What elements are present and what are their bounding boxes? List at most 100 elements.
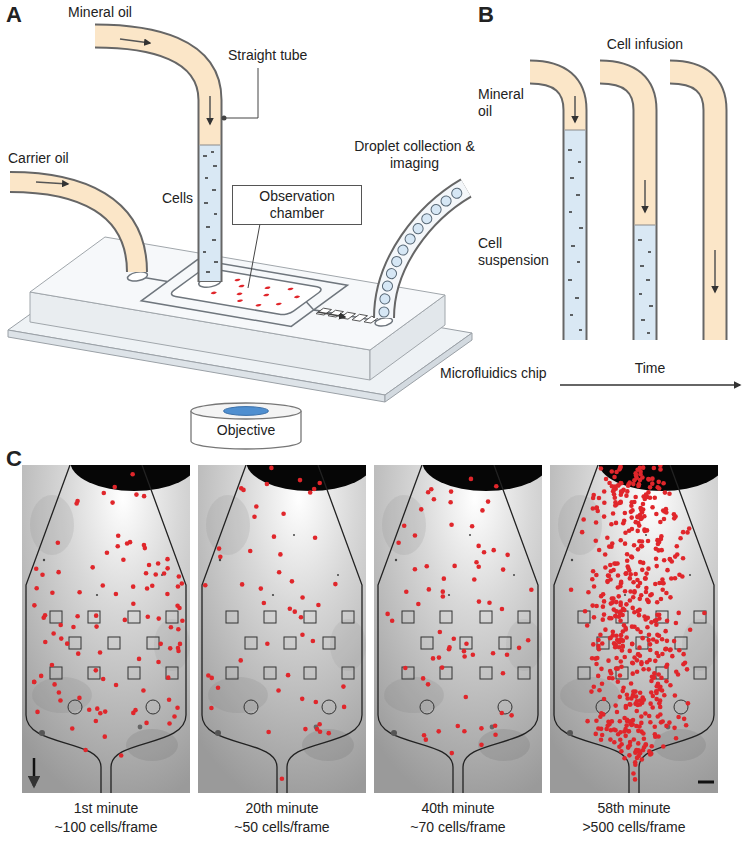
cell-dot [672,516,677,521]
cell-dot [114,592,119,597]
cell-dot [602,489,607,494]
meniscus [200,145,220,146]
cell-dot [661,744,666,749]
cell-dot [176,584,181,589]
cell-dot [632,589,637,594]
cell-dot [678,536,683,541]
cells-in-tube [638,240,653,333]
cell-dot [441,594,446,599]
cell-dot [638,751,643,756]
cell-dot [591,569,596,574]
cell-dot [177,606,182,611]
cell-dot [625,692,630,697]
cell-dot [623,734,628,739]
cell-dot [314,700,319,705]
cell-dot [637,613,642,618]
cell-dot [32,603,37,608]
cell-dot [591,642,596,647]
cell-dot [217,546,222,551]
cell-dot [427,587,432,592]
cell-dot [686,701,691,706]
cell-dot [628,719,633,724]
cell-dot [627,568,632,573]
cell-dot [317,722,322,727]
panel-letter: A [6,2,36,27]
cell-dot [311,639,316,644]
cell-dot [626,483,631,488]
cell-dot [601,592,606,597]
cell-dot [652,466,657,471]
cell-dot [642,527,647,532]
cell-dot [657,701,662,706]
cell-dot [303,727,308,732]
cell-dot [165,566,170,571]
cell-markers [32,472,185,758]
cell-dot [114,683,119,688]
droplet [352,314,368,321]
cell-dot [590,656,595,661]
cell-dot [101,677,106,682]
cell-dot [87,707,92,712]
cell-dot [77,590,82,595]
cell-dot [299,615,304,620]
cell-dot [660,581,665,586]
cell-dot [153,572,158,577]
cell-dot [614,521,619,526]
cell-dot [236,299,244,302]
cell-dot [641,667,646,672]
chamber [168,268,326,316]
cell-dot [505,553,510,558]
cell-dot [326,731,331,736]
cell-dot [621,521,626,526]
cell-dot [602,612,607,617]
tube-wall [384,188,466,318]
panel-heading: Cell infusion [580,36,710,53]
droplet [340,312,356,319]
cell-dot [668,595,673,600]
tube-wall [95,36,210,282]
cell-dot [674,670,679,675]
cell-dot [308,490,313,495]
cell-dot [141,688,146,693]
cell-dot [639,721,644,726]
cell-dot [449,522,454,527]
cell-dot [596,644,601,649]
cells-in-tube [568,150,583,330]
cell-dot [595,656,600,661]
cell-dot [50,591,55,596]
frame-caption: 40th minute [374,800,542,817]
lens-glass [224,407,269,416]
node-text-group: Observation chamber [233,186,361,224]
cell-dot [94,719,99,724]
cell-dot [144,721,149,726]
cell-dot [121,558,126,563]
cell-dot [627,649,632,654]
cell-dot [176,574,181,579]
cell-dot [404,589,409,594]
cell-dot [599,737,604,742]
cell-dot [470,524,475,529]
cell-dot [646,539,651,544]
cell-dot [265,482,270,487]
cell-dot [619,481,624,486]
cell-dot [462,654,467,659]
cell-dot [632,590,637,595]
flow-arrow [36,182,68,184]
cell-dot [652,675,657,680]
callout-box: Observation chamber [232,185,362,225]
cell-dot [240,582,245,587]
cell-dot [56,540,61,545]
cell-dot [628,576,633,581]
cell-dot [592,685,597,690]
cell-dot [651,694,656,699]
cell-dot [623,511,628,516]
cell-dot [674,736,679,741]
cell-dot [422,733,427,738]
cell-dot [645,625,650,630]
cell-dot [636,584,641,589]
cell-dot [605,580,610,585]
cell-dot [479,743,484,748]
cell-dot [650,505,655,510]
droplet-outline [384,190,462,312]
cell-dot [131,584,136,589]
